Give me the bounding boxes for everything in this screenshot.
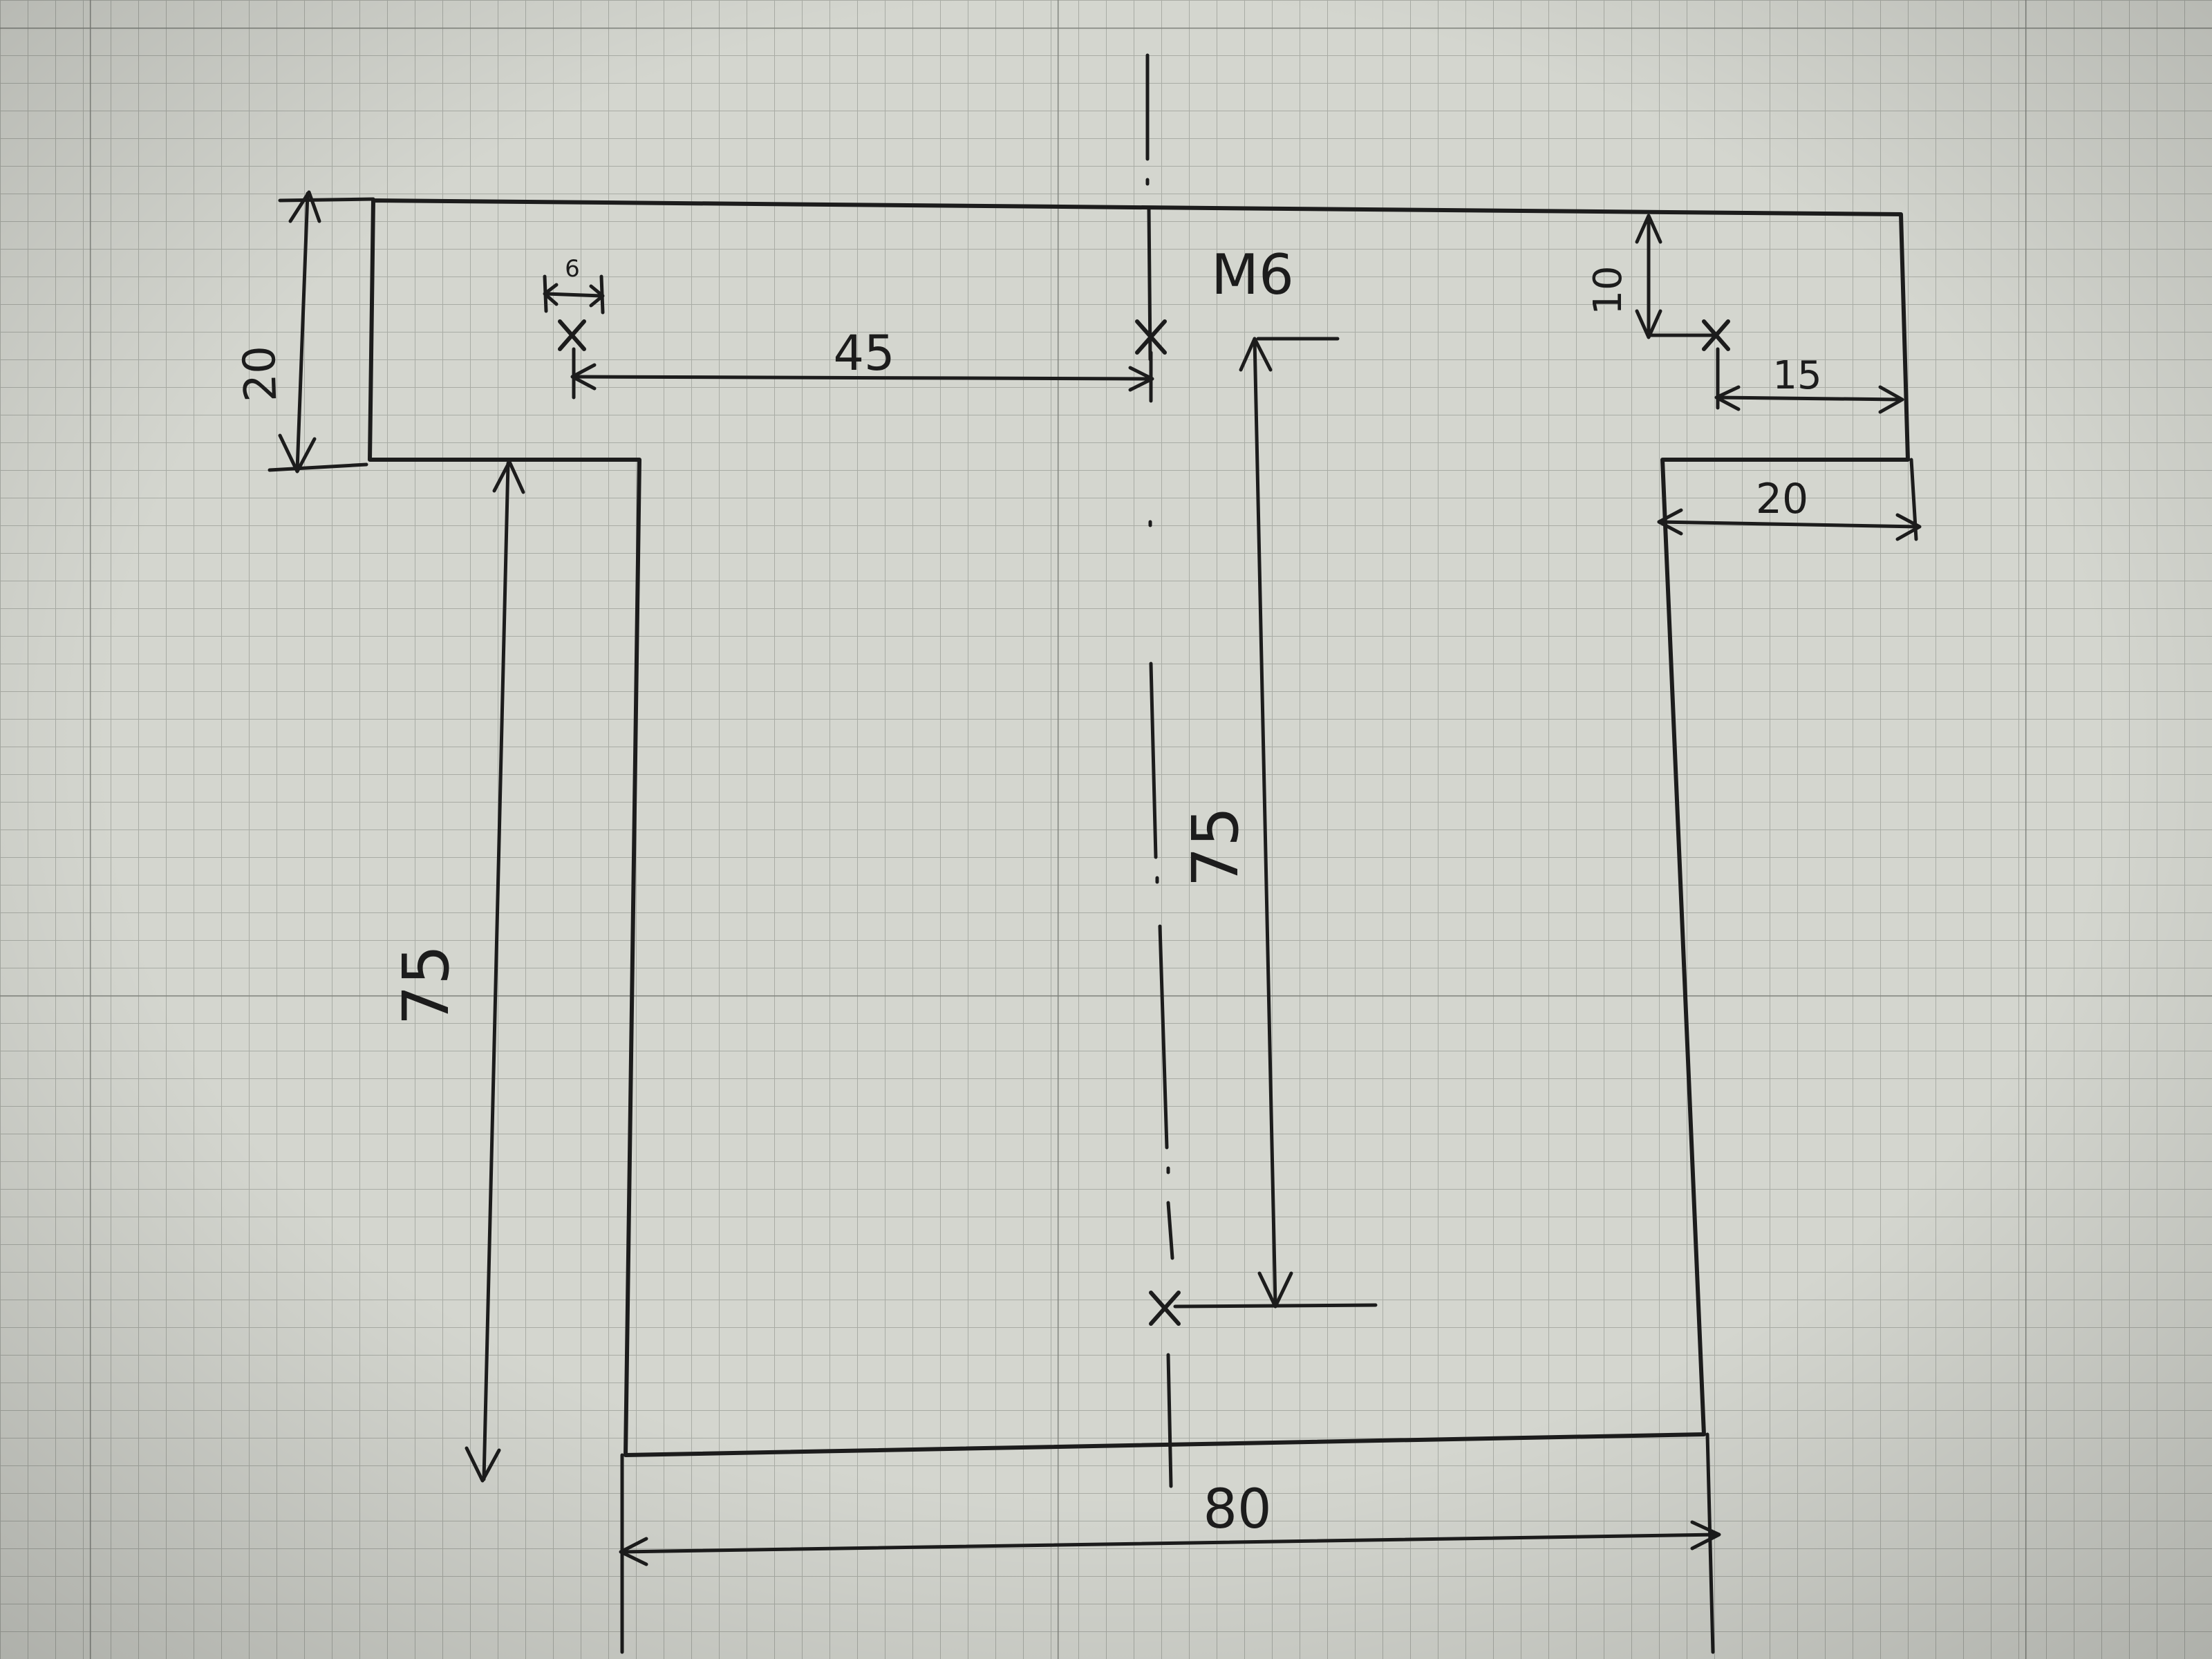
technical-sketch: 20 6 45 M6 10 15 20 75 75 80 [0, 0, 2212, 1659]
photo-vignette [0, 0, 2212, 1659]
